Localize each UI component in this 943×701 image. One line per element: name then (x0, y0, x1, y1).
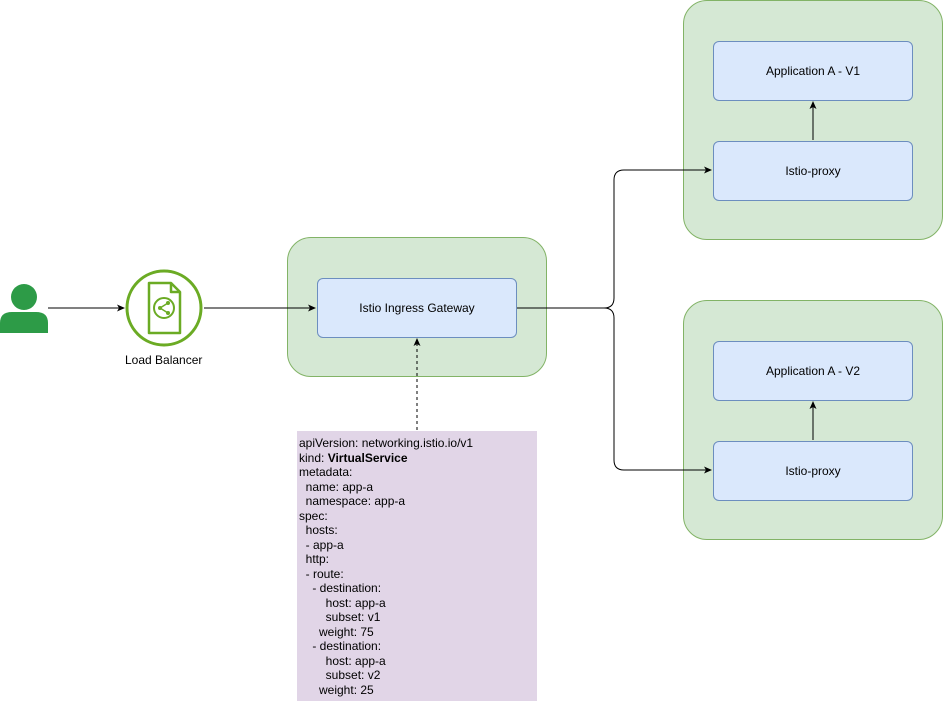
yaml-line: kind: VirtualService (299, 451, 536, 466)
yaml-line-text: subset: v1 (299, 610, 381, 624)
yaml-line: host: app-a (299, 596, 536, 611)
app-v2-label: Application A - V2 (765, 364, 861, 378)
yaml-line-text: weight: 25 (299, 682, 374, 697)
yaml-line: spec: (299, 509, 536, 524)
yaml-line: host: app-a (299, 654, 536, 669)
yaml-line: weight: 25 (299, 683, 536, 698)
yaml-line: subset: v2 (299, 668, 536, 683)
yaml-line-text: http: (299, 552, 330, 566)
gateway-to-v2-edge (603, 307, 712, 474)
load-balancer-label: Load Balancer (125, 353, 203, 367)
user-icon (0, 284, 48, 333)
yaml-line-text: spec: (299, 508, 328, 523)
yaml-line-text: namespace: app-a (299, 494, 406, 508)
yaml-line: apiVersion: networking.istio.io/v1 (299, 436, 536, 451)
yaml-line-text: hosts: (299, 523, 338, 537)
yaml-line: hosts: (299, 523, 536, 538)
yaml-line: - destination: (299, 639, 536, 654)
load-balancer-icon (125, 269, 203, 347)
yaml-line-text: metadata: (299, 465, 353, 479)
app-v1-node[interactable]: Application A - V1 (713, 41, 913, 101)
yaml-line: namespace: app-a (299, 494, 536, 509)
yaml-line-text: kind: (299, 450, 328, 465)
proxy-v1-node[interactable]: Istio-proxy (713, 141, 913, 201)
yaml-line: weight: 75 (299, 625, 536, 640)
yaml-line-text: host: app-a (299, 653, 386, 668)
yaml-line-text: host: app-a (299, 595, 386, 610)
yaml-line-text: name: app-a (299, 479, 374, 494)
yaml-line: http: (299, 552, 536, 567)
yaml-line: subset: v1 (299, 610, 536, 625)
yaml-line-text: - destination: (299, 581, 382, 595)
yaml-line: - destination: (299, 581, 536, 596)
yaml-line-text: apiVersion: networking.istio.io/v1 (299, 436, 474, 450)
proxy-v1-label: Istio-proxy (785, 164, 841, 178)
yaml-line-text: subset: v2 (299, 668, 381, 682)
ingress-gateway-node[interactable]: Istio Ingress Gateway (317, 278, 517, 338)
yaml-line: - route: (299, 567, 536, 582)
yaml-line: name: app-a (299, 480, 536, 495)
app-v2-node[interactable]: Application A - V2 (713, 341, 913, 401)
yaml-line: metadata: (299, 465, 536, 480)
yaml-line: - app-a (299, 538, 536, 553)
yaml-line-text: - destination: (299, 639, 382, 653)
ingress-gateway-label: Istio Ingress Gateway (359, 301, 475, 315)
yaml-line-bold-text: VirtualService (327, 450, 408, 465)
proxy-v2-node[interactable]: Istio-proxy (713, 441, 913, 501)
gateway-to-v1-edge (517, 166, 712, 309)
yaml-line-text: weight: 75 (299, 624, 374, 639)
proxy-v2-label: Istio-proxy (785, 464, 841, 478)
yaml-line-text: - route: (299, 566, 344, 581)
yaml-line-text: - app-a (299, 537, 344, 552)
app-v1-label: Application A - V1 (765, 64, 861, 78)
